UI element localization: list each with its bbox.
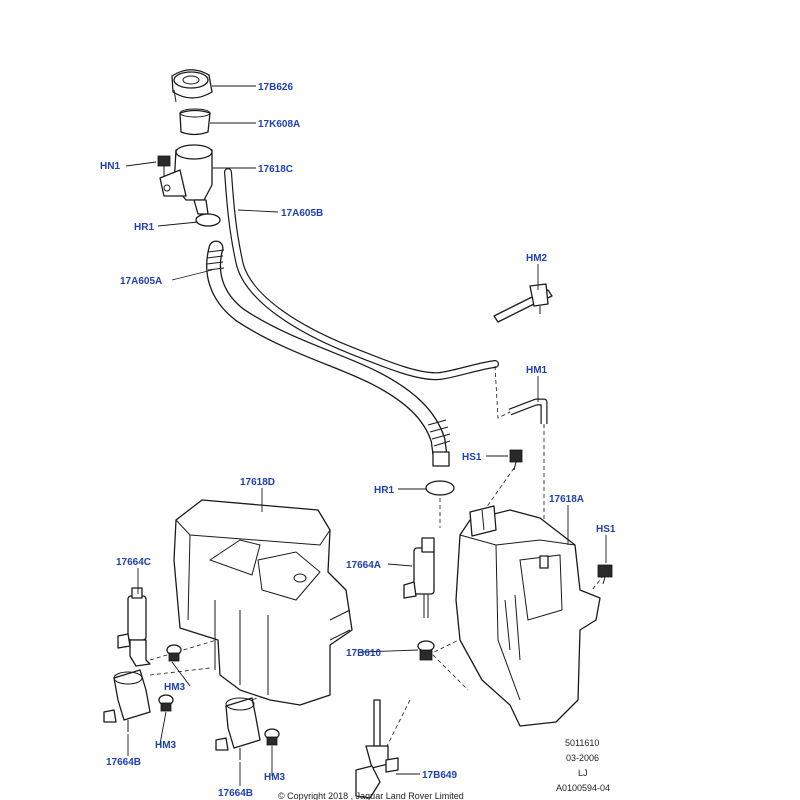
label-17664a: 17664A bbox=[346, 560, 381, 571]
label-17664b-bottom: 17664B bbox=[218, 788, 253, 799]
reservoir-17618d bbox=[173, 499, 353, 706]
copyright-notice: © Copyright 2018 , Jaguar Land Rover Lim… bbox=[278, 791, 464, 800]
pump-17664c bbox=[117, 587, 151, 667]
grommet-hm3-left-upper bbox=[166, 644, 182, 662]
grommet-hm3-bottom bbox=[264, 728, 280, 746]
elbow-hm1 bbox=[508, 398, 548, 424]
ref-code: 5011610 bbox=[565, 738, 599, 748]
clamp-hs1-right bbox=[597, 564, 613, 585]
pump-17664b-bottom bbox=[215, 697, 261, 760]
label-17b649: 17B649 bbox=[422, 770, 457, 781]
pump-17664b-left bbox=[103, 669, 151, 732]
clamp-hs1-mid bbox=[509, 449, 523, 471]
illustration-id: A0100594-04 bbox=[556, 783, 610, 793]
label-17a605a: 17A605A bbox=[120, 276, 162, 287]
level-sensor-17b649 bbox=[355, 699, 399, 799]
label-hm3-bottom: HM3 bbox=[264, 772, 286, 783]
ref-initials: LJ bbox=[578, 768, 588, 778]
label-hm3-mid: HM3 bbox=[155, 740, 177, 751]
label-17664c: 17664C bbox=[116, 557, 151, 568]
ref-date: 03-2006 bbox=[566, 753, 599, 763]
label-hm1: HM1 bbox=[526, 365, 548, 376]
connector-hs1-right bbox=[591, 574, 605, 591]
label-17a605b: 17A605B bbox=[281, 208, 323, 219]
overflow-hose bbox=[224, 168, 499, 381]
label-17b610: 17B610 bbox=[346, 648, 381, 659]
label-hr1-mid: HR1 bbox=[374, 485, 394, 496]
pump-17664a bbox=[403, 537, 435, 618]
hose-clip-top bbox=[195, 213, 221, 227]
leader-lines bbox=[125, 85, 607, 786]
connector-hs1-mid bbox=[485, 467, 515, 509]
filler-neck bbox=[159, 144, 213, 215]
label-17618c: 17618C bbox=[258, 164, 293, 175]
grommet-17b610 bbox=[417, 640, 435, 661]
filler-hose bbox=[206, 240, 451, 467]
connector-hm1-hose bbox=[494, 365, 511, 419]
label-hr1-top: HR1 bbox=[134, 222, 154, 233]
filler-cap bbox=[171, 69, 213, 103]
label-hs1-mid: HS1 bbox=[462, 452, 482, 463]
label-17k608a: 17K608A bbox=[258, 119, 300, 130]
label-hn1: HN1 bbox=[100, 161, 120, 172]
label-17618d: 17618D bbox=[240, 477, 275, 488]
label-hs1-right: HS1 bbox=[596, 524, 616, 535]
label-hm2: HM2 bbox=[526, 253, 548, 264]
bolt-hn1 bbox=[157, 155, 171, 176]
clip-hm2 bbox=[493, 283, 553, 323]
filler-seal bbox=[179, 108, 211, 136]
reservoir-17618a bbox=[455, 505, 601, 727]
label-17b626: 17B626 bbox=[258, 82, 293, 93]
grommet-hm3-left-lower bbox=[158, 694, 174, 712]
hose-clip-mid bbox=[425, 480, 455, 496]
label-17664b-left: 17664B bbox=[106, 757, 141, 768]
label-17618a: 17618A bbox=[549, 494, 584, 505]
label-hm3-left: HM3 bbox=[164, 682, 186, 693]
